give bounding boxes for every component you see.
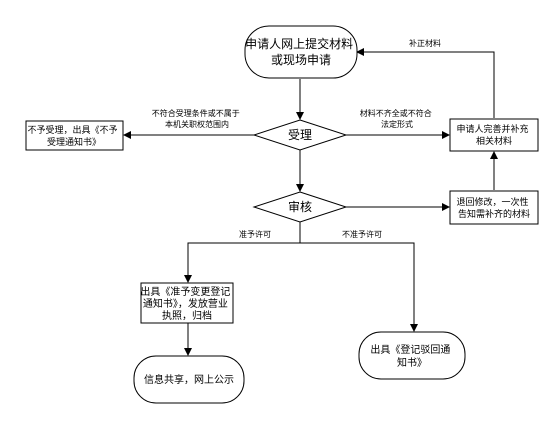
edge-label-incomplete-line-2: 法定形式 xyxy=(381,119,413,129)
svg-text:出具《准予变更登记 通知书》，发放营业 执照: 出具《准予变更登记 通知书》，发放营业 执照，归档 xyxy=(140,285,233,322)
svg-text:出具《登记驳回通 知书》: 出具《登记驳回通 知书》 xyxy=(370,343,453,369)
deny-end-label-line-1: 出具《登记驳回通 xyxy=(370,343,450,356)
return-label-line-2: 告知需补齐的材料 xyxy=(458,208,530,220)
review-label: 审核 xyxy=(288,199,312,214)
edge-label-not-meet-line-2: 本机关职权范围内 xyxy=(165,119,229,129)
edge-label-supplement: 补正材料 xyxy=(409,38,441,48)
approve-label-line-1: 出具《准予变更登记 xyxy=(140,285,230,298)
reject-label-line-2: 受理通知书》 xyxy=(47,136,101,148)
svg-text:不符合受理条件或不属于 本机关职权范围内: 不符合受理条件或不属于 本机关职权范围内 xyxy=(152,108,243,129)
approve-box-shape xyxy=(140,282,234,324)
edge-deny xyxy=(300,242,418,332)
share-label: 信息共享，网上公示 xyxy=(144,373,234,386)
start-label-line-2: 或现场申请 xyxy=(271,53,331,67)
deny-end-label-line-2: 知书》 xyxy=(397,356,427,369)
edge-label-permit: 准予许可 xyxy=(239,229,271,239)
return-box-shape xyxy=(449,190,539,225)
supplement-label-line-2: 相关材料 xyxy=(476,135,512,147)
edge-supplement-to-start xyxy=(356,48,495,118)
start-node-shape xyxy=(244,25,358,79)
return-label-line-1: 退回修改，一次性 xyxy=(457,196,529,208)
accept-label: 受理 xyxy=(288,128,312,142)
approve-label-line-3: 执照，归档 xyxy=(162,309,212,322)
reject-label-line-1: 不予受理，出具《不予 xyxy=(28,124,118,136)
edge-label-deny: 不准予许可 xyxy=(342,229,382,239)
svg-text:材料不齐全或不符合 法定形式: 材料不齐全或不符合 法定形式 xyxy=(360,108,435,129)
supplement-box-shape xyxy=(449,118,539,152)
svg-text:申请人完善并补充 相关材料: 申请人完善并补充 相关材料 xyxy=(457,123,532,147)
edge-label-incomplete-line-1: 材料不齐全或不符合 xyxy=(360,108,432,118)
svg-text:不予受理，出具《不予 受理通知书》: 不予受理，出具《不予 受理通知书》 xyxy=(28,124,121,148)
svg-text:退回修改，一次性 告知需补齐的材料: 退回修改，一次性 告知需补齐的材料 xyxy=(457,196,532,220)
accept-diamond-shape xyxy=(252,119,348,151)
share-node-shape xyxy=(133,355,245,404)
svg-text:申请人网上提交材料 或现场申请: 申请人网上提交材料 或现场申请 xyxy=(245,36,357,67)
review-diamond-shape xyxy=(252,191,348,223)
reject-box-shape xyxy=(25,120,124,151)
deny-end-shape xyxy=(358,331,466,380)
supplement-label-line-1: 申请人完善并补充 xyxy=(457,123,529,135)
approve-label-line-2: 通知书》，发放营业 xyxy=(143,297,228,310)
edge-permit xyxy=(184,242,300,283)
edge-label-not-meet-line-1: 不符合受理条件或不属于 xyxy=(152,108,240,118)
start-label-line-1: 申请人网上提交材料 xyxy=(245,36,353,51)
